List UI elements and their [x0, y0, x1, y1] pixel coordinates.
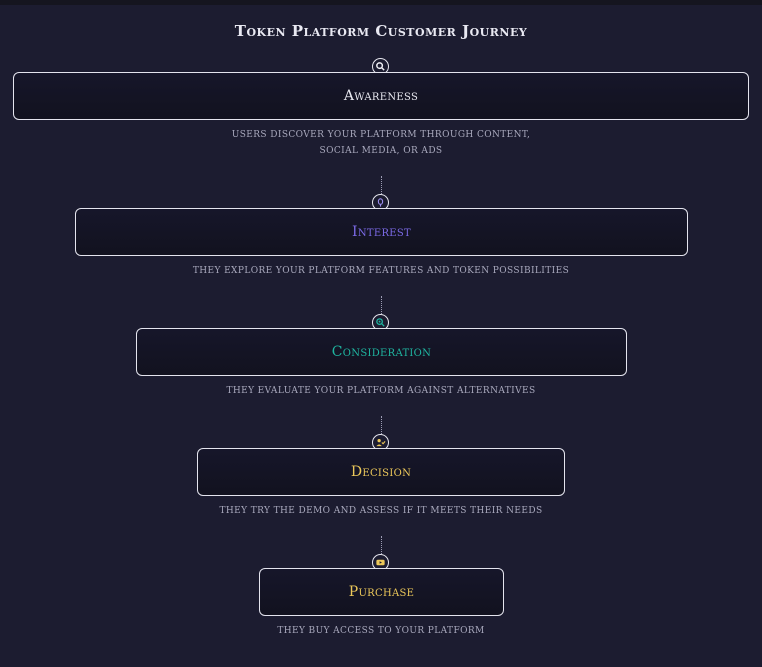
connector	[381, 176, 382, 194]
stage-purchase: Purchase	[259, 568, 504, 616]
connector	[381, 416, 382, 434]
stage-desc-awareness: Users discover your platform through con…	[231, 130, 531, 156]
connector	[381, 536, 382, 554]
video-icon	[372, 554, 389, 571]
connector	[381, 296, 382, 314]
stage-label-decision: Decision	[350, 464, 412, 480]
top-bar	[0, 0, 762, 5]
stage-awareness: Awareness	[13, 72, 749, 120]
stage-desc-interest: They explore your platform features and …	[192, 266, 570, 276]
stage-label-purchase: Purchase	[348, 584, 415, 600]
stage-desc-consideration: They evaluate your platform against alte…	[226, 386, 536, 396]
diagram-title: Token Platform Customer Journey	[234, 22, 528, 40]
stage-interest: Interest	[75, 208, 688, 256]
stage-label-consideration: Consideration	[331, 344, 432, 360]
stage-decision: Decision	[197, 448, 565, 496]
stage-label-awareness: Awareness	[343, 88, 419, 104]
stage-label-interest: Interest	[352, 224, 411, 240]
stage-desc-purchase: They buy access to your platform	[277, 626, 485, 636]
stage-consideration: Consideration	[136, 328, 627, 376]
zoom-icon	[372, 314, 389, 331]
stage-desc-decision: They try the demo and assess if it meets…	[219, 506, 543, 516]
